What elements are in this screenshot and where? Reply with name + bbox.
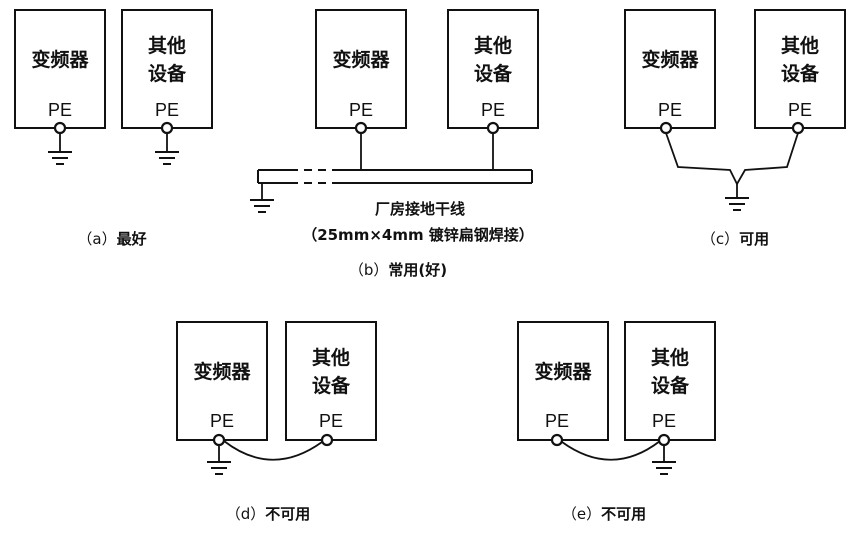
other-equipment-label-line1: 其他 (148, 34, 186, 57)
other-equipment-box (447, 9, 539, 129)
pe-label: PE (349, 100, 373, 120)
caption-b: （b）常用(好) (349, 261, 447, 279)
other-equipment-box (754, 9, 846, 129)
other-equipment-label-line2: 设备 (474, 62, 513, 85)
variant-d: 变频器 PE 其他 设备 PE （d）不可用 (176, 321, 377, 523)
other-equipment-box (285, 321, 377, 441)
ground-busbar (257, 168, 533, 185)
ground-symbol (155, 151, 179, 165)
pe-label: PE (155, 100, 179, 120)
pe-terminal (53, 121, 67, 135)
pe-terminal (212, 433, 226, 447)
daisy-chain-wire (561, 440, 661, 461)
inverter-label: 变频器 (332, 48, 390, 71)
variant-b: 变频器 PE 其他 设备 PE 厂房接地干线 （25mm×4mm 镀锌扁钢焊接）… (250, 9, 539, 279)
inverter-box (176, 321, 268, 441)
other-equipment-label-line2: 设备 (312, 374, 351, 397)
other-equipment-box (121, 9, 213, 129)
variant-e: 变频器 PE 其他 设备 PE （e）不可用 (517, 321, 716, 523)
caption-d: （d）不可用 (226, 505, 311, 523)
busbar-label: 厂房接地干线 (375, 200, 465, 218)
inverter-box (624, 9, 716, 129)
ground-symbol (48, 151, 72, 165)
other-equipment-label-line2: 设备 (148, 62, 187, 85)
inverter-label: 变频器 (193, 360, 251, 383)
pe-terminal (550, 433, 564, 447)
ground-symbol (725, 197, 749, 211)
pe-terminal (354, 121, 368, 135)
inverter-label: 变频器 (641, 48, 699, 71)
other-equipment-label-line1: 其他 (781, 34, 819, 57)
pe-terminal (486, 121, 500, 135)
inverter-box (517, 321, 609, 441)
variant-c: 变频器 PE 其他 设备 PE （c）可用 (624, 9, 846, 248)
ground-symbol (207, 461, 231, 475)
inverter-label: 变频器 (31, 48, 89, 71)
pe-terminal (657, 433, 671, 447)
pe-terminal (320, 433, 334, 447)
pe-terminal (160, 121, 174, 135)
pe-terminal (791, 121, 805, 135)
caption-a: （a）最好 (77, 230, 146, 248)
other-equipment-label-line2: 设备 (651, 374, 690, 397)
other-equipment-label-line1: 其他 (312, 346, 350, 369)
pe-label: PE (48, 100, 72, 120)
pe-label: PE (658, 100, 682, 120)
pe-label: PE (788, 100, 812, 120)
pe-terminal (659, 121, 673, 135)
inverter-box (315, 9, 407, 129)
pe-label: PE (545, 411, 569, 431)
inverter-label: 变频器 (534, 360, 592, 383)
other-equipment-label-line1: 其他 (651, 346, 689, 369)
other-equipment-label-line1: 其他 (474, 34, 512, 57)
other-equipment-label-line2: 设备 (781, 62, 820, 85)
daisy-chain-wire (223, 440, 323, 461)
caption-e: （e）不可用 (562, 505, 646, 523)
ground-symbol (652, 461, 676, 475)
caption-c: （c）可用 (701, 230, 769, 248)
other-equipment-box (624, 321, 716, 441)
inverter-box (14, 9, 106, 129)
pe-label: PE (652, 411, 676, 431)
pe-label: PE (481, 100, 505, 120)
pe-label: PE (210, 411, 234, 431)
ground-symbol (250, 199, 274, 213)
pe-label: PE (319, 411, 343, 431)
busbar-spec: （25mm×4mm 镀锌扁钢焊接） (302, 226, 534, 244)
ground-wire (665, 132, 799, 186)
variant-a: 变频器 PE 其他 设备 PE （a）最好 (14, 9, 213, 248)
